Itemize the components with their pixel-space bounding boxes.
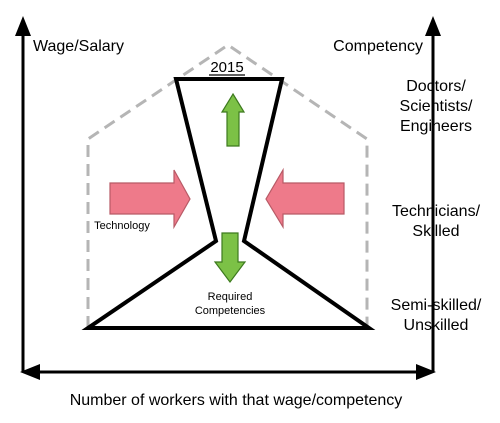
down-arrow-icon (213, 232, 247, 283)
year-label: 2015 (210, 59, 243, 76)
technology-label: Technology (94, 220, 150, 232)
left-axis-label: Wage/Salary (33, 38, 124, 55)
left-pink-arrow-icon (109, 169, 191, 230)
hourglass-shape (81, 77, 376, 330)
tier-top-line3: Engineers (400, 118, 472, 135)
tier-bottom: Semi-skilled/ Unskilled (391, 297, 482, 334)
up-arrow-icon (220, 92, 246, 147)
tier-middle-line1: Technicians/ (392, 203, 481, 220)
tier-bottom-line2: Unskilled (404, 317, 469, 334)
right-vertical-axis (425, 16, 441, 372)
tier-middle: Technicians/ Skilled (392, 203, 481, 240)
bottom-horizontal-axis (20, 364, 436, 380)
required-competencies-label-line2: Competencies (195, 305, 266, 317)
tier-top: Doctors/ Scientists/ Engineers (400, 78, 473, 135)
tier-middle-line2: Skilled (412, 223, 459, 240)
tier-top-line1: Doctors/ (406, 78, 466, 95)
required-competencies-label-line1: Required (208, 291, 253, 303)
bottom-axis-label: Number of workers with that wage/compete… (70, 392, 403, 409)
tier-bottom-line1: Semi-skilled/ (391, 297, 482, 314)
right-axis-label: Competency (333, 38, 423, 55)
tier-top-line2: Scientists/ (400, 98, 473, 115)
left-vertical-axis (15, 16, 31, 372)
right-pink-arrow-icon (265, 167, 345, 230)
